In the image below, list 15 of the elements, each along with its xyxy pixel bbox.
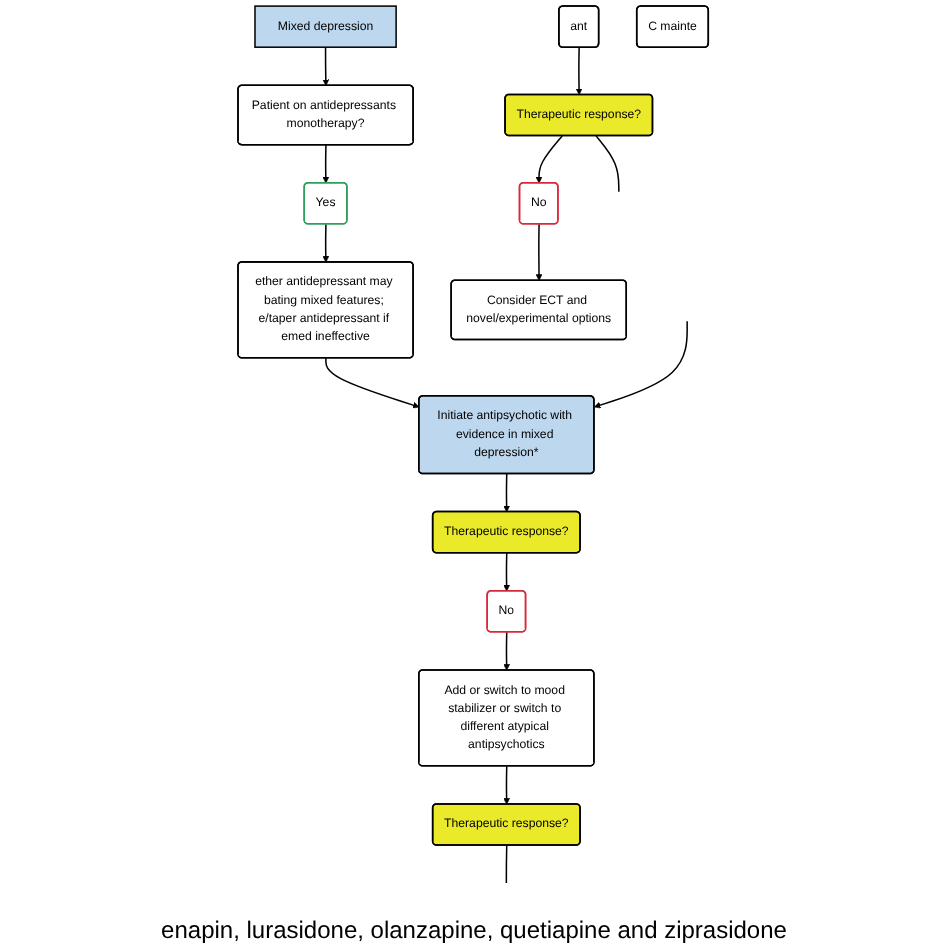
arrow [503,552,510,592]
arrow [575,46,583,96]
arrow [325,357,420,409]
arrow [594,320,688,409]
connector [505,844,508,884]
arrow [503,631,510,671]
arrow [535,223,543,281]
arrow [535,135,563,184]
arrow [322,46,330,86]
arrow [322,223,330,263]
arrow [503,473,510,513]
connector [595,135,620,193]
arrow [503,765,510,805]
arrow [322,144,330,184]
drug-list-note: enapin, lurasidone, olanzapine, quetiapine and ziprasidone [161,916,787,944]
